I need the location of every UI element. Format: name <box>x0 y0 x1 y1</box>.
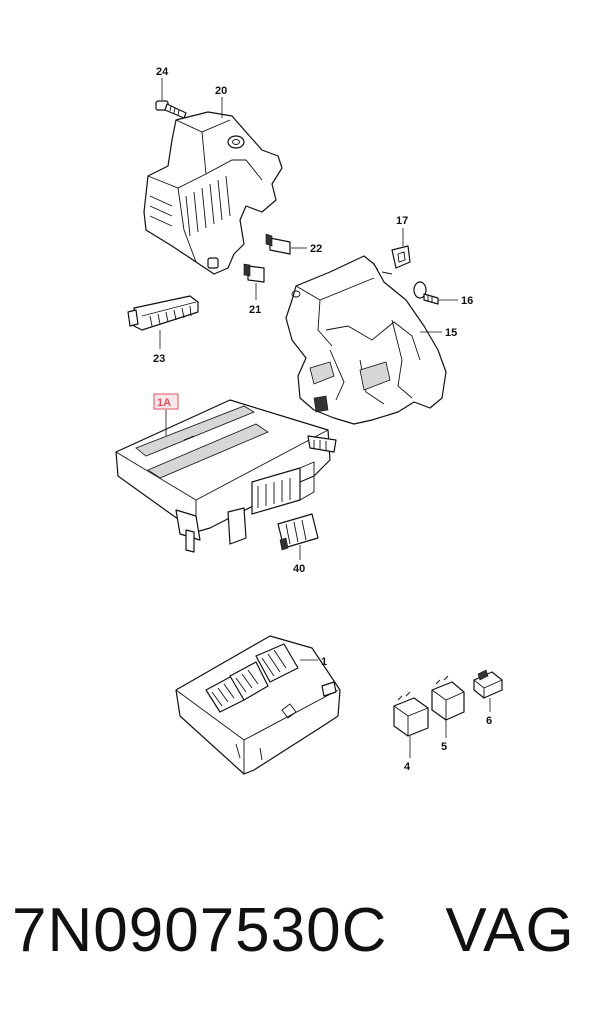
callout-1: 1 <box>321 656 327 668</box>
callout-6: 6 <box>486 715 492 727</box>
callout-23: 23 <box>153 353 165 365</box>
fuse-22 <box>265 233 307 255</box>
connector-40 <box>277 513 319 560</box>
brand-text: VAG <box>445 896 575 965</box>
control-unit-1A <box>115 399 337 553</box>
control-unit-1 <box>175 635 341 775</box>
relay-4 <box>393 691 429 758</box>
callout-5: 5 <box>441 741 447 753</box>
part-number-text: 7N0907530C <box>12 896 388 965</box>
callout-4: 4 <box>404 761 411 773</box>
callout-1A: 1A <box>157 397 171 409</box>
callout-22: 22 <box>310 243 322 255</box>
clip-17 <box>391 228 411 269</box>
callout-20: 20 <box>215 85 227 97</box>
callout-21: 21 <box>249 304 261 316</box>
callout-40: 40 <box>293 563 305 575</box>
relay-5 <box>431 675 465 738</box>
exploded-parts-diagram: 24 20 22 21 17 16 <box>115 66 503 775</box>
callout-24: 24 <box>156 66 169 78</box>
bolt-16 <box>413 281 458 305</box>
callout-15: 15 <box>445 327 457 339</box>
fuse-21 <box>243 263 265 300</box>
relay-6 <box>473 669 503 712</box>
fuse-holder-20 <box>143 111 283 275</box>
bracket-15 <box>285 255 447 425</box>
screw-24 <box>155 78 187 119</box>
callout-17: 17 <box>396 215 408 227</box>
cover-strip-23 <box>127 295 199 349</box>
part-number-caption: 7N0907530C VAG <box>12 895 592 966</box>
callout-16: 16 <box>461 295 473 307</box>
callout-1A-box <box>153 393 179 410</box>
